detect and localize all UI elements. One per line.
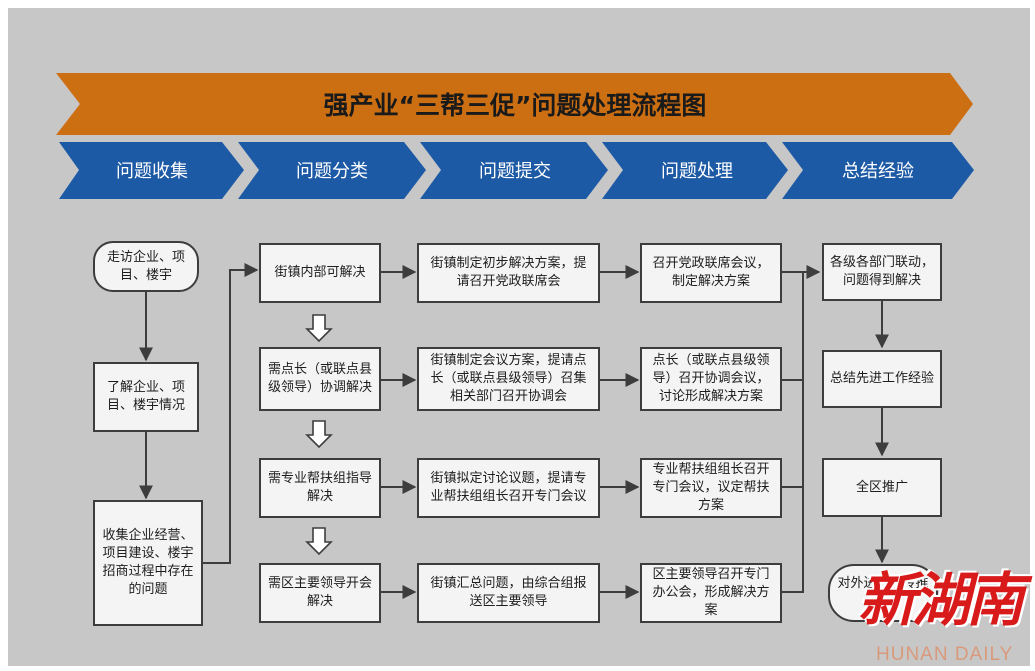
logo-english: HUNAN DAILY: [876, 644, 1014, 665]
stage-chevron-3: [420, 142, 608, 199]
hollow-down-arrow-3: [305, 527, 333, 556]
box-classify-4: 需区主要领导开会解决: [259, 563, 381, 623]
hollow-down-arrow-1: [305, 314, 333, 343]
stage-label-4: 问题处理: [661, 161, 733, 182]
box-submit-2: 街镇制定会议方案，提请点长（或联点县级领导）召集相关部门召开协调会: [417, 347, 600, 411]
title-banner: [56, 73, 973, 135]
stage-label-1: 问题收集: [116, 161, 188, 182]
stage-label-2: 问题分类: [296, 161, 368, 182]
box-summary-3: 全区推广: [822, 458, 942, 517]
box-submit-4: 街镇汇总问题，由综合组报送区主要领导: [417, 563, 600, 623]
diagram-title: 强产业“三帮三促”问题处理流程图: [324, 91, 707, 120]
connector-gather-to-classify: [203, 263, 259, 564]
box-summary-2: 总结先进工作经验: [822, 350, 942, 408]
box-summary-4: 对外进行宣传推广: [828, 564, 938, 622]
box-handle-1: 召开党政联席会议，制定解决方案: [640, 243, 782, 303]
logo-watermark: 新湖南: [858, 566, 1024, 634]
box-classify-2: 需点长（或联点县级领导）协调解决: [259, 347, 381, 411]
stage-label-3: 问题提交: [479, 161, 551, 182]
box-submit-3: 街镇拟定讨论议题，提请专业帮扶组组长召开专门会议: [417, 458, 600, 518]
stage-chevron-4: [602, 142, 788, 199]
box-submit-1: 街镇制定初步解决方案，提请召开党政联席会: [417, 243, 600, 303]
box-handle-4: 区主要领导召开专门办公会，形成解决方案: [640, 563, 782, 623]
box-summary-1: 各级各部门联动，问题得到解决: [822, 243, 942, 301]
stage-chevron-2: [238, 142, 426, 199]
box-visit: 走访企业、项目、楼宇: [93, 241, 199, 292]
box-handle-3: 专业帮扶组组长召开专门会议，议定帮扶方案: [640, 458, 782, 518]
stage-chevron-5: [782, 142, 974, 199]
stage-chevron-1: [59, 142, 244, 199]
hollow-down-arrow-2: [305, 420, 333, 449]
box-handle-2: 点长（或联点县级领导）召开协调会议，讨论形成解决方案: [640, 347, 782, 411]
box-understand: 了解企业、项目、楼宇情况: [93, 362, 199, 432]
box-gather: 收集企业经营、项目建设、楼宇招商过程中存在的问题: [93, 500, 203, 626]
stage-label-5: 总结经验: [842, 161, 914, 182]
box-classify-1: 街镇内部可解决: [259, 243, 381, 303]
box-classify-3: 需专业帮扶组指导解决: [259, 458, 381, 518]
